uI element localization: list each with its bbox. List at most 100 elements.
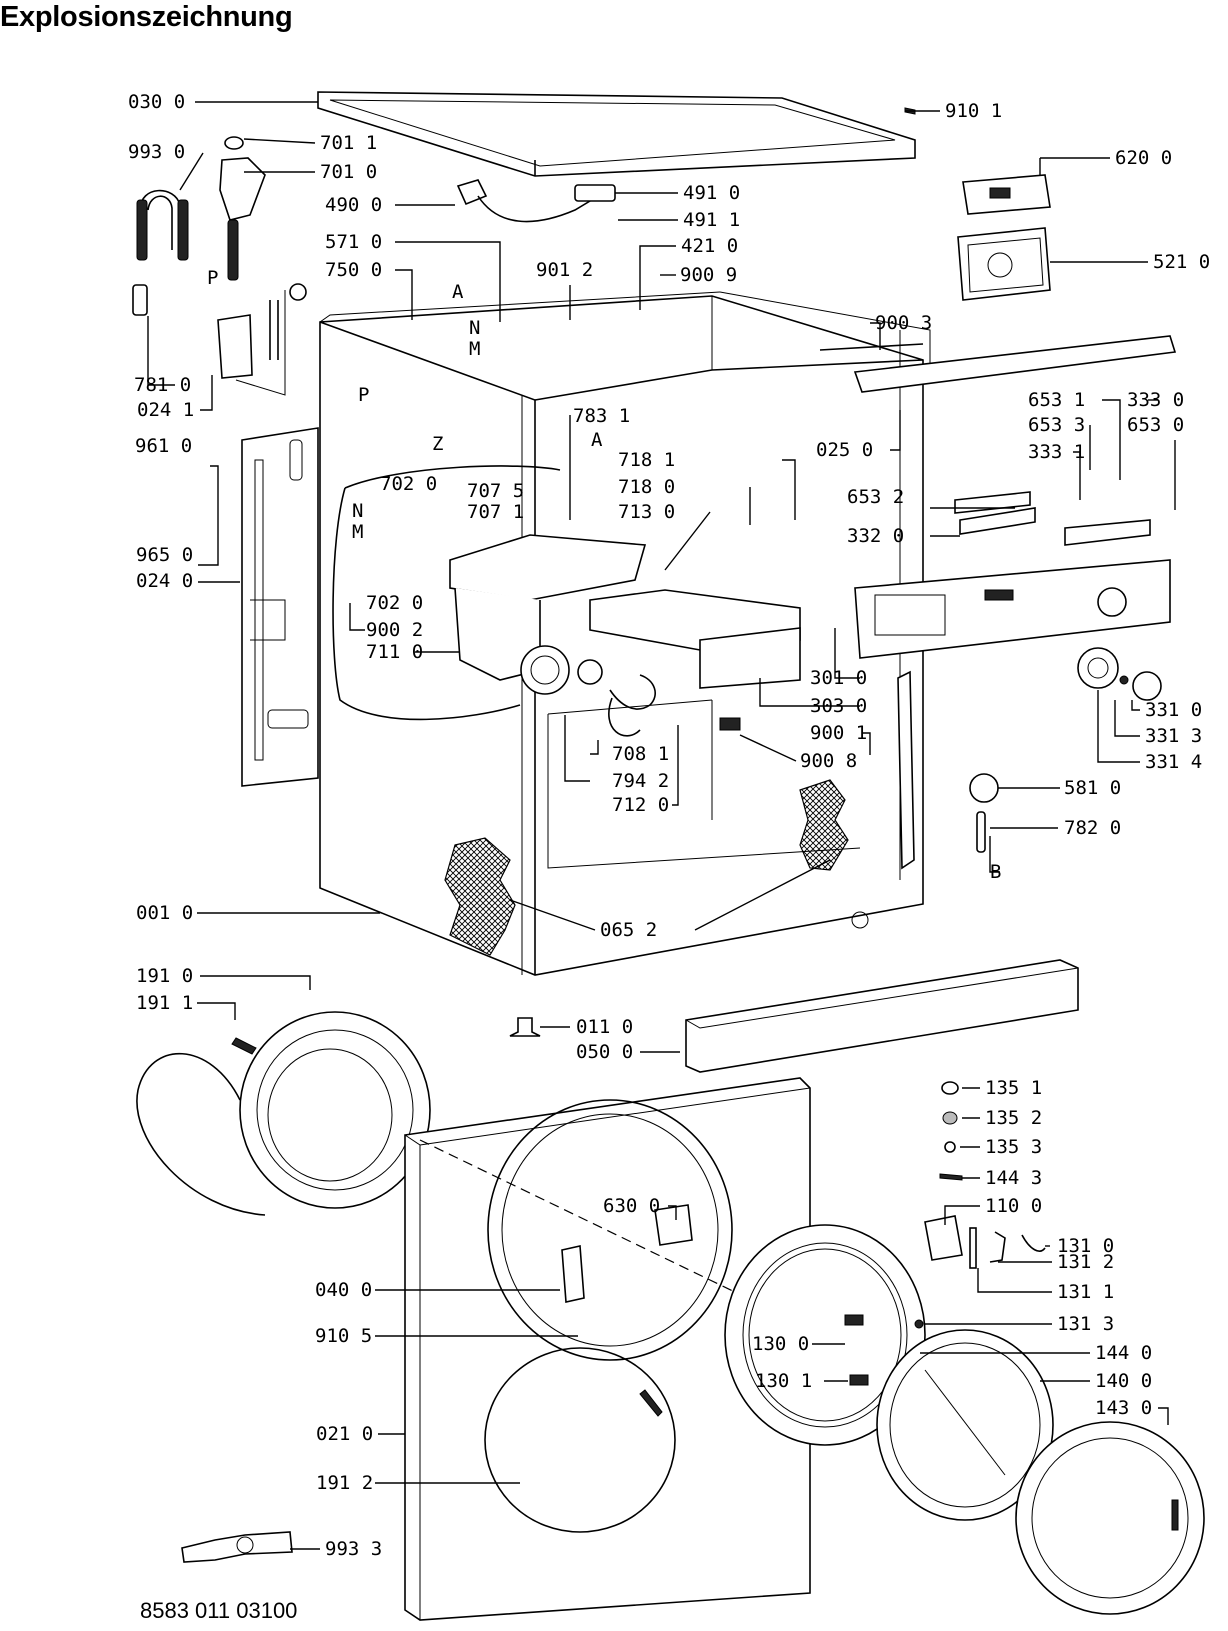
part-label: 571 0 bbox=[325, 231, 382, 253]
part-label: 910 1 bbox=[945, 100, 1002, 122]
part-label: 332 0 bbox=[847, 525, 904, 547]
part-label: 718 1 bbox=[618, 449, 675, 471]
part-label: N bbox=[352, 500, 363, 522]
page-title: Explosionszeichnung bbox=[0, 1, 293, 33]
part-label: 303 0 bbox=[810, 695, 867, 717]
part-label: 144 3 bbox=[985, 1167, 1042, 1189]
part-label: 025 0 bbox=[816, 439, 873, 461]
part-label: 001 0 bbox=[136, 902, 193, 924]
door-seal bbox=[136, 1011, 431, 1216]
part-label: 653 0 bbox=[1127, 414, 1184, 436]
door-outer-ring bbox=[1015, 1421, 1205, 1615]
part-label: 130 1 bbox=[755, 1370, 812, 1392]
part-label: 620 0 bbox=[1115, 147, 1172, 169]
part-label: 065 2 bbox=[600, 919, 657, 941]
part-label: 130 0 bbox=[752, 1333, 809, 1355]
part-label: 900 3 bbox=[875, 312, 932, 334]
electronic-boards bbox=[957, 174, 1051, 301]
part-label: P bbox=[207, 267, 218, 289]
part-label: 993 0 bbox=[128, 141, 185, 163]
leader-lines bbox=[147, 101, 1176, 1550]
part-label: 781 0 bbox=[134, 374, 191, 396]
part-label: 421 0 bbox=[681, 235, 738, 257]
part-label: 040 0 bbox=[315, 1279, 372, 1301]
part-label: 024 0 bbox=[136, 570, 193, 592]
part-label: 910 5 bbox=[315, 1325, 372, 1347]
door-frame bbox=[724, 1224, 926, 1446]
part-label: 140 0 bbox=[1095, 1370, 1152, 1392]
part-label: 191 1 bbox=[136, 992, 193, 1014]
wiring-strip bbox=[719, 670, 915, 870]
door-latch-tool bbox=[181, 1531, 293, 1563]
part-label: 900 1 bbox=[810, 722, 867, 744]
back-panel bbox=[241, 427, 319, 787]
hoses-and-valves bbox=[132, 136, 307, 396]
door-handle bbox=[924, 1215, 1046, 1269]
part-label: 712 0 bbox=[612, 794, 669, 816]
part-label: 707 1 bbox=[467, 501, 524, 523]
part-label: 718 0 bbox=[618, 476, 675, 498]
part-label: 708 1 bbox=[612, 743, 669, 765]
part-label: 711 0 bbox=[366, 641, 423, 663]
part-label: 630 0 bbox=[603, 1195, 660, 1217]
part-label: 750 0 bbox=[325, 259, 382, 281]
insulation-pads bbox=[444, 779, 849, 956]
programme-knob bbox=[1077, 647, 1162, 701]
part-label: 331 0 bbox=[1145, 699, 1202, 721]
part-label: 965 0 bbox=[136, 544, 193, 566]
door-glass bbox=[876, 1329, 1054, 1521]
part-label: 521 0 bbox=[1153, 251, 1210, 273]
drawing-number: 8583 011 03100 bbox=[140, 1598, 298, 1623]
part-label: 707 5 bbox=[467, 480, 524, 502]
part-label: Z bbox=[432, 433, 443, 455]
part-label: 713 0 bbox=[618, 501, 675, 523]
part-label: 131 2 bbox=[1057, 1251, 1114, 1273]
part-label: 581 0 bbox=[1064, 777, 1121, 799]
power-cord bbox=[456, 179, 616, 223]
part-label: 901 2 bbox=[536, 259, 593, 281]
part-label: 301 0 bbox=[810, 667, 867, 689]
part-label: 900 9 bbox=[680, 264, 737, 286]
part-label: 490 0 bbox=[325, 194, 382, 216]
part-label: 024 1 bbox=[137, 399, 194, 421]
part-label: 191 2 bbox=[316, 1472, 373, 1494]
part-label: 191 0 bbox=[136, 965, 193, 987]
part-label: 333 1 bbox=[1028, 441, 1085, 463]
part-label: 782 0 bbox=[1064, 817, 1121, 839]
part-label: 900 2 bbox=[366, 619, 423, 641]
part-label: B bbox=[990, 861, 1001, 883]
top-cover bbox=[317, 91, 916, 177]
part-label: A bbox=[452, 281, 464, 303]
part-label: 011 0 bbox=[576, 1016, 633, 1038]
part-label: 021 0 bbox=[316, 1423, 373, 1445]
control-panel bbox=[853, 335, 1177, 659]
part-label: M bbox=[469, 338, 480, 360]
foot-and-toe-board bbox=[509, 959, 1079, 1073]
part-label: 993 3 bbox=[325, 1538, 382, 1560]
part-label: N bbox=[469, 317, 480, 339]
part-label: M bbox=[352, 521, 363, 543]
part-label: 135 1 bbox=[985, 1077, 1042, 1099]
part-label: 331 3 bbox=[1145, 725, 1202, 747]
part-label: 653 3 bbox=[1028, 414, 1085, 436]
part-labels: 030 0 910 1 993 0 701 1 701 0 620 0 490 … bbox=[128, 91, 1210, 1560]
part-label: 110 0 bbox=[985, 1195, 1042, 1217]
part-label: 030 0 bbox=[128, 91, 185, 113]
part-label: 144 0 bbox=[1095, 1342, 1152, 1364]
part-label: 131 0 bbox=[1057, 1235, 1114, 1257]
part-label: 653 1 bbox=[1028, 389, 1085, 411]
part-label: 331 4 bbox=[1145, 751, 1202, 773]
part-label: 131 3 bbox=[1057, 1313, 1114, 1335]
part-label: 653 2 bbox=[847, 486, 904, 508]
part-label: 794 2 bbox=[612, 770, 669, 792]
part-label: 131 1 bbox=[1057, 1281, 1114, 1303]
part-label: 143 0 bbox=[1095, 1397, 1152, 1419]
small-fasteners bbox=[904, 107, 963, 1329]
part-label: 701 1 bbox=[320, 132, 377, 154]
part-label: 135 3 bbox=[985, 1136, 1042, 1158]
part-label: 702 0 bbox=[380, 473, 437, 495]
part-label: A bbox=[591, 429, 603, 451]
part-label: 491 1 bbox=[683, 209, 740, 231]
part-label: 491 0 bbox=[683, 182, 740, 204]
